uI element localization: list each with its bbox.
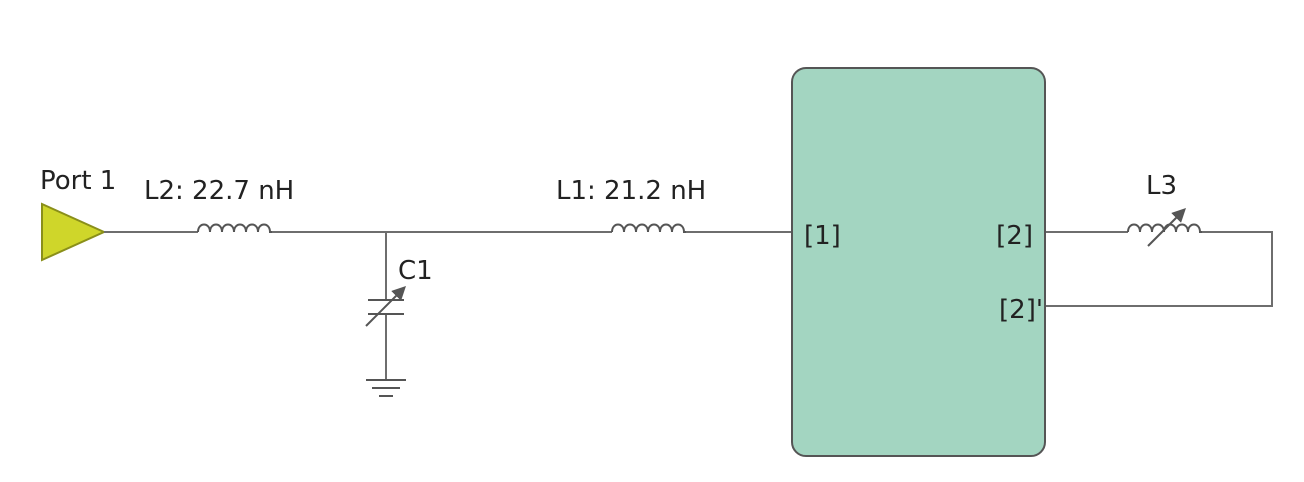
variable-capacitor-icon [365,286,406,327]
inductor-icon [197,223,272,233]
block-pin-1: [1] [804,221,841,251]
capacitor-c1[interactable]: C1 [365,256,433,327]
inductor-icon [611,223,686,233]
capacitor-c1-label: C1 [398,256,433,286]
inductor-l3-label: L3 [1146,171,1177,201]
port-triangle-icon [41,202,107,262]
ground-icon [366,379,406,397]
inductor-l1-label: L1: 21.2 nH [556,176,706,206]
block-body [791,67,1046,457]
wire-l3-return-loop [1045,231,1273,307]
inductor-l3[interactable]: L3 [1127,171,1202,247]
port-1-label: Port 1 [40,166,116,196]
port-1[interactable]: Port 1 [40,166,116,262]
block-pin-2-prime: [2]' [999,295,1043,325]
inductor-l1[interactable]: L1: 21.2 nH [556,176,706,233]
two-port-block[interactable]: [1] [2] [2]' [791,67,1046,457]
block-pin-2: [2] [996,221,1033,251]
variable-inductor-icon [1127,208,1202,247]
inductor-l2-label: L2: 22.7 nH [144,176,294,206]
inductor-l2[interactable]: L2: 22.7 nH [144,176,294,233]
